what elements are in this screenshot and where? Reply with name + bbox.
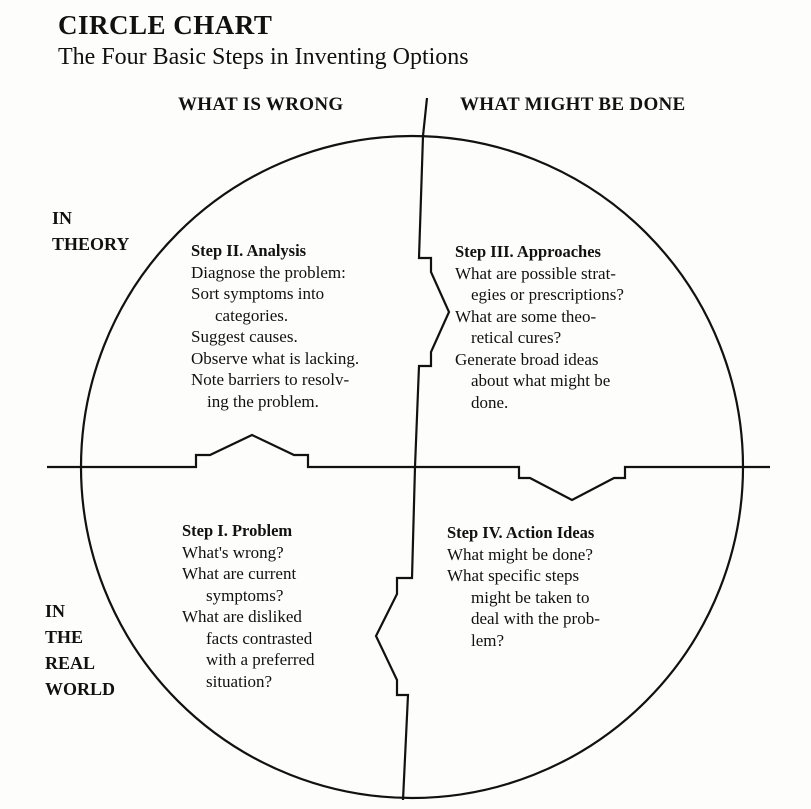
column-heading-what-is-wrong: WHAT IS WRONG	[178, 94, 344, 115]
step-line: What are current	[182, 564, 297, 583]
row-label-in-the-real-world: IN THE REAL WORLD	[45, 598, 145, 702]
step-line: might be taken to	[471, 587, 590, 607]
step-line: about what might be	[471, 371, 611, 390]
row-label-line: WORLD	[45, 679, 116, 699]
row-label-line: REAL	[45, 653, 96, 673]
chart-title: CIRCLE CHART	[58, 10, 273, 40]
row-label-line: THE	[45, 627, 84, 647]
divider-right-with-down-arrow	[412, 465, 770, 502]
divider-left-with-up-arrow	[47, 433, 412, 469]
divider-top-with-right-arrow	[413, 97, 451, 468]
column-heading-what-might-be-done: WHAT MIGHT BE DONE	[460, 94, 686, 115]
step-line: egies or prescriptions?	[471, 285, 624, 304]
chart-subtitle: The Four Basic Steps in Inventing Option…	[58, 44, 469, 70]
row-label-line: IN	[45, 601, 66, 621]
step-heading: Step IV. Action Ideas	[447, 523, 595, 542]
step-line: Sort symptoms into	[191, 284, 325, 303]
row-label-in-theory: IN THEORY	[52, 205, 162, 257]
step-line: Observe what is lacking.	[191, 348, 360, 368]
step-line: Diagnose the problem:	[191, 262, 346, 282]
step-line: What specific steps	[447, 566, 580, 585]
step-line: categories.	[215, 305, 289, 325]
step-line: Note barriers to resolv-	[191, 370, 350, 389]
step-line: What's wrong?	[182, 542, 284, 562]
step-heading: Step III. Approaches	[455, 242, 601, 261]
divider-bottom-with-left-arrow	[374, 466, 417, 801]
step-heading: Step II. Analysis	[191, 241, 307, 260]
step-line: What might be done?	[447, 544, 593, 564]
step-line: What are disliked	[182, 607, 302, 626]
step-line: ing the problem.	[207, 391, 319, 411]
step-problem-text: Step I. Problem What's wrong? What are c…	[182, 520, 315, 692]
step-line: lem?	[471, 630, 505, 650]
step-line: Suggest causes.	[191, 327, 298, 346]
step-line: Generate broad ideas	[455, 349, 599, 369]
step-analysis-text: Step II. Analysis Diagnose the problem: …	[191, 240, 359, 412]
row-label-line: THEORY	[52, 234, 130, 254]
step-heading: Step I. Problem	[182, 521, 293, 540]
step-line: What are some theo-	[455, 306, 597, 326]
step-line: What are possible strat-	[455, 263, 616, 283]
step-line: symptoms?	[206, 585, 284, 605]
step-line: retical cures?	[471, 328, 562, 347]
step-line: facts contrasted	[206, 628, 313, 648]
step-line: done.	[471, 392, 509, 412]
step-action-ideas-text: Step IV. Action Ideas What might be done…	[447, 522, 600, 651]
row-label-line: IN	[52, 208, 73, 228]
step-approaches-text: Step III. Approaches What are possible s…	[455, 241, 624, 413]
step-line: situation?	[206, 671, 273, 691]
step-line: deal with the prob-	[471, 609, 600, 628]
step-line: with a preferred	[206, 650, 315, 669]
